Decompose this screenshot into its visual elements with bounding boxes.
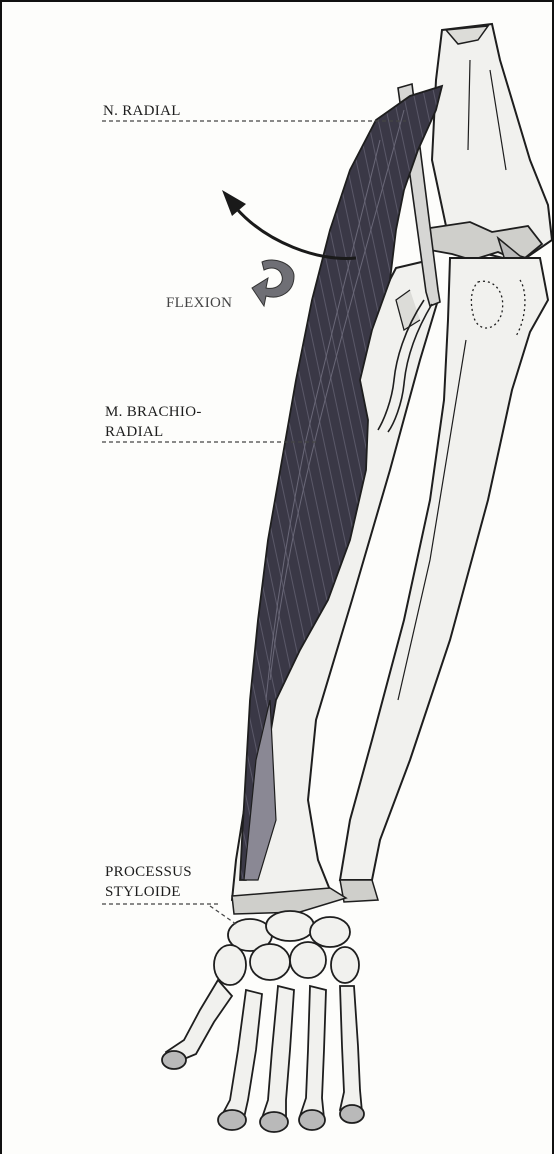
anatomy-figure: N. RADIAL FLEXION M. BRACHIO- RADIAL PRO… — [0, 0, 554, 1154]
image-border — [0, 0, 554, 1154]
